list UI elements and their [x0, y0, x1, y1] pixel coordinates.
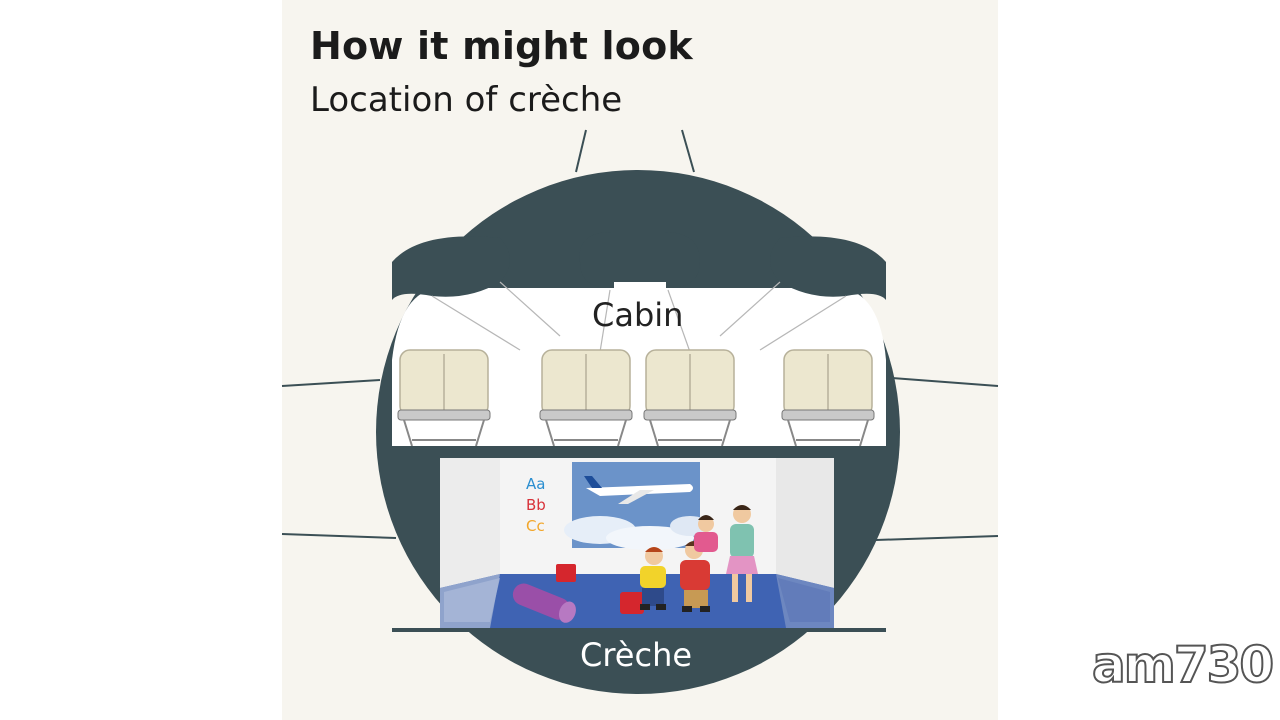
overhead-bin-left — [392, 236, 510, 300]
watermark-logo: am730 — [1091, 635, 1275, 695]
airplane-picture — [564, 462, 710, 550]
child-pink — [694, 515, 718, 552]
diagram-subtitle: Location of crèche — [310, 80, 623, 120]
letters-bb: Bb — [526, 496, 546, 514]
cabin-floor — [392, 446, 886, 452]
toy-block-1 — [556, 564, 576, 582]
seat-pair-2 — [539, 349, 633, 447]
child-yellow — [640, 547, 666, 610]
pointer-line-right-upper — [891, 377, 999, 387]
cabin-light-rays — [431, 281, 847, 353]
overhead-light — [614, 282, 666, 290]
pointer-line-top-right — [681, 129, 695, 173]
creche-floor-edge — [392, 628, 886, 632]
alphabet-poster: Aa Bb Cc — [526, 474, 546, 537]
overhead-bin-center — [579, 232, 700, 288]
pointer-line-top-left — [575, 129, 587, 173]
cabin-label: Cabin — [592, 296, 684, 334]
toy-bolster — [512, 583, 576, 623]
pointer-line-left-lower — [281, 533, 397, 539]
creche-label: Crèche — [580, 636, 693, 674]
letters-cc: Cc — [526, 517, 545, 535]
toy-block-2 — [620, 592, 644, 614]
overhead-bin-right — [770, 236, 886, 300]
seat-pair-1 — [397, 349, 491, 447]
seat-row — [397, 349, 875, 447]
pointer-lines — [281, 129, 999, 541]
seat-pair-4 — [781, 349, 875, 447]
child-green — [726, 505, 758, 602]
pointer-line-left-upper — [281, 379, 381, 387]
diagram-title: How it might look — [310, 24, 693, 68]
pointer-line-right-lower — [875, 535, 999, 541]
letters-aa: Aa — [526, 475, 546, 493]
cabin-interior — [392, 288, 886, 448]
seat-pair-3 — [643, 349, 737, 447]
